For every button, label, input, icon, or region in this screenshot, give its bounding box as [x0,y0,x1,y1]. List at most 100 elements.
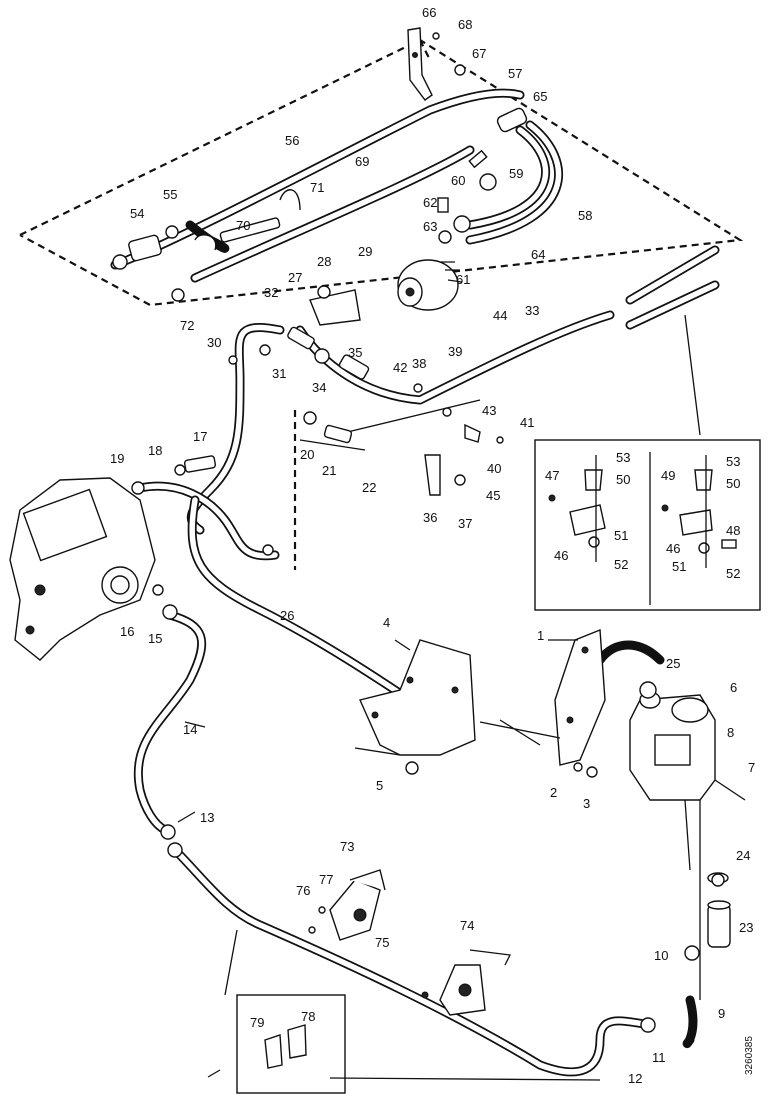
callout-52: 52 [726,566,740,581]
callout-31: 31 [272,366,286,381]
callout-16: 16 [120,624,134,639]
inset-c-clips [264,1024,307,1069]
callout-24: 24 [736,848,750,863]
inset-a-clamp [548,455,606,562]
mount-75 [329,869,386,941]
callout-13: 13 [200,810,214,825]
callout-21: 21 [322,463,336,478]
callout-76: 76 [296,883,310,898]
callout-74: 74 [460,918,474,933]
callout-4: 4 [383,615,390,630]
callout-50: 50 [616,472,630,487]
callout-51: 51 [614,528,628,543]
callout-29: 29 [358,244,372,259]
callout-66: 66 [422,5,436,20]
callout-45: 45 [486,488,500,503]
callout-22: 22 [362,480,376,495]
callout-38: 38 [412,356,426,371]
callout-53: 53 [616,450,630,465]
valve-block [629,691,746,801]
callout-58: 58 [578,208,592,223]
callout-52: 52 [614,557,628,572]
components [9,27,746,1033]
callout-64: 64 [531,247,545,262]
callout-59: 59 [509,166,523,181]
callout-23: 23 [739,920,753,935]
callout-50: 50 [726,476,740,491]
callout-28: 28 [317,254,331,269]
callout-8: 8 [727,725,734,740]
callout-44: 44 [493,308,507,323]
callout-32: 32 [264,285,278,300]
callout-43: 43 [482,403,496,418]
callout-79: 79 [250,1015,264,1030]
callout-61: 61 [456,272,470,287]
callout-12: 12 [628,1071,642,1086]
mount-74 [421,949,511,1016]
callout-42: 42 [393,360,407,375]
callout-69: 69 [355,154,369,169]
callout-77: 77 [319,872,333,887]
callout-6: 6 [730,680,737,695]
callout-62: 62 [423,195,437,210]
leader-lines [177,639,578,1078]
callout-57: 57 [508,66,522,81]
filter-23 [684,799,731,1000]
callout-30: 30 [207,335,221,350]
callout-55: 55 [163,187,177,202]
callout-68: 68 [458,17,472,32]
callout-26: 26 [280,608,294,623]
callout-75: 75 [375,935,389,950]
callout-5: 5 [376,778,383,793]
callout-48: 48 [726,523,740,538]
callout-72: 72 [180,318,194,333]
fittings [112,32,725,1033]
detail-insets [224,314,761,1094]
drawing-code: 3260385 [744,1036,755,1075]
callout-25: 25 [666,656,680,671]
callout-19: 19 [110,451,124,466]
callout-34: 34 [312,380,326,395]
callout-63: 63 [423,219,437,234]
callout-56: 56 [285,133,299,148]
callout-14: 14 [183,722,197,737]
pump [397,259,463,311]
callout-17: 17 [193,429,207,444]
callout-71: 71 [310,180,324,195]
callout-36: 36 [423,510,437,525]
callout-51: 51 [672,559,686,574]
callout-15: 15 [148,631,162,646]
callout-1: 1 [537,628,544,643]
callout-33: 33 [525,303,539,318]
callout-46: 46 [554,548,568,563]
bracket-1 [554,628,606,766]
callout-47: 47 [545,468,559,483]
callout-70: 70 [236,218,250,233]
callout-11: 11 [652,1050,666,1065]
callout-46: 46 [666,541,680,556]
cab-floor-outline [19,38,744,570]
callout-18: 18 [148,443,162,458]
callout-65: 65 [533,89,547,104]
callout-27: 27 [288,270,302,285]
callout-2: 2 [550,785,557,800]
callout-7: 7 [748,760,755,775]
bracket-4 [359,639,476,756]
callout-60: 60 [451,173,465,188]
callout-53: 53 [726,454,740,469]
callout-73: 73 [340,839,354,854]
callout-20: 20 [300,447,314,462]
callout-54: 54 [130,206,144,221]
callout-9: 9 [718,1006,725,1021]
callout-37: 37 [458,516,472,531]
bracket-66 [407,27,433,101]
callout-39: 39 [448,344,462,359]
inset-b-clamp [661,455,737,568]
callout-40: 40 [487,461,501,476]
callout-10: 10 [654,948,668,963]
callout-67: 67 [472,46,486,61]
steering-gear [9,477,156,661]
